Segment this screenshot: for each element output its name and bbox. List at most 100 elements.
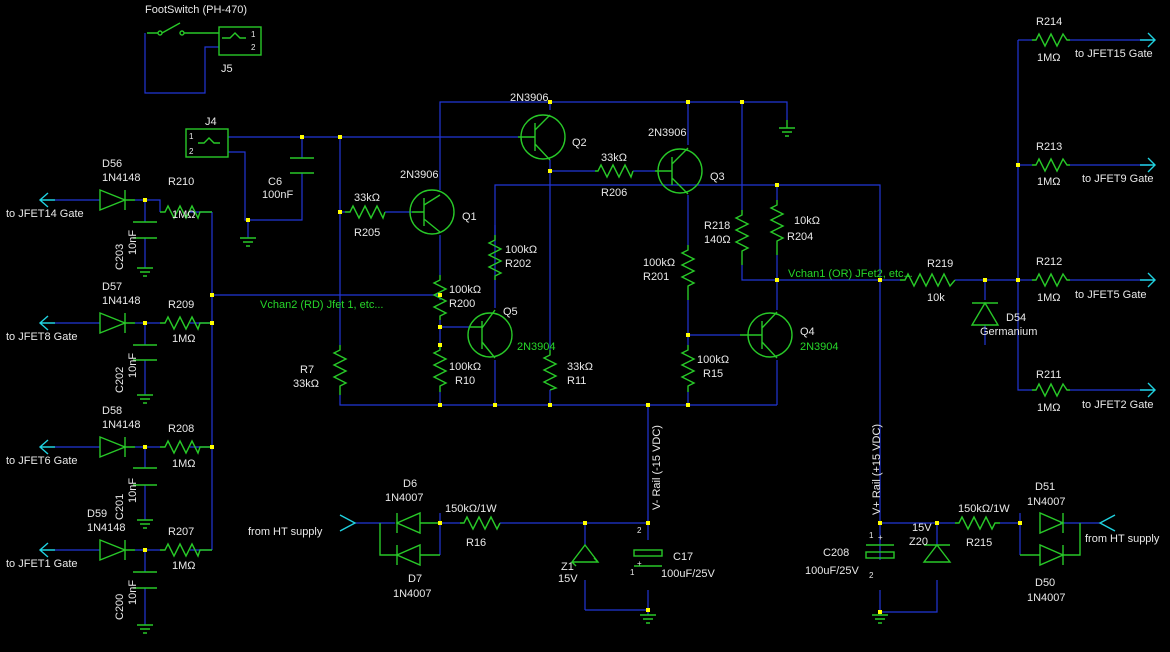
jack-j4 [185,128,229,158]
svg-text:1N4148: 1N4148 [102,295,141,307]
ground-symbols [137,120,888,634]
svg-text:Vchan2 (RD) Jfet 1, etc...: Vchan2 (RD) Jfet 1, etc... [260,299,384,311]
svg-text:C203: C203 [114,244,126,270]
svg-text:1MΩ: 1MΩ [172,458,196,470]
svg-text:R211: R211 [1036,369,1061,381]
svg-text:33kΩ: 33kΩ [354,192,380,204]
svg-text:2: 2 [637,526,642,535]
svg-text:100nF: 100nF [262,189,293,201]
svg-text:R214: R214 [1036,16,1062,28]
svg-text:1N4007: 1N4007 [1027,496,1066,508]
svg-text:C201: C201 [114,494,126,520]
svg-text:R210: R210 [168,176,194,188]
svg-text:R15: R15 [703,368,723,380]
svg-text:140Ω: 140Ω [704,234,731,246]
svg-text:1N4007: 1N4007 [393,588,432,600]
svg-text:15V: 15V [558,573,578,585]
svg-text:R10: R10 [455,375,475,387]
svg-text:to JFET14 Gate: to JFET14 Gate [6,208,84,220]
svg-text:10nF: 10nF [127,580,139,605]
arrows [38,32,1156,558]
svg-text:R208: R208 [168,423,194,435]
svg-text:D54: D54 [1006,312,1026,324]
svg-text:100kΩ: 100kΩ [449,284,481,296]
svg-text:15V: 15V [912,522,932,534]
svg-text:R219: R219 [927,258,953,270]
svg-text:R207: R207 [168,526,194,538]
svg-text:Q2: Q2 [572,137,587,149]
svg-text:2N3904: 2N3904 [517,341,556,353]
svg-text:2: 2 [869,571,874,580]
svg-text:100kΩ: 100kΩ [643,257,675,269]
svg-text:33kΩ: 33kΩ [601,152,627,164]
svg-text:1MΩ: 1MΩ [172,560,196,572]
svg-text:100kΩ: 100kΩ [505,244,537,256]
svg-text:1MΩ: 1MΩ [1037,292,1061,304]
svg-text:Germanium: Germanium [980,326,1037,338]
svg-text:D50: D50 [1035,577,1055,589]
svg-text:R16: R16 [466,537,486,549]
junctions [143,100,1022,614]
svg-text:R215: R215 [966,537,992,549]
svg-text:to JFET8 Gate: to JFET8 Gate [6,331,78,343]
svg-text:C17: C17 [673,551,693,563]
svg-text:C202: C202 [114,367,126,393]
svg-text:1N4007: 1N4007 [1027,592,1066,604]
svg-text:R209: R209 [168,299,194,311]
svg-text:33kΩ: 33kΩ [567,361,593,373]
components [99,22,1081,634]
svg-text:V- Rail (-15 VDC): V- Rail (-15 VDC) [651,425,663,510]
svg-text:33kΩ: 33kΩ [293,378,319,390]
svg-text:150kΩ/1W: 150kΩ/1W [958,503,1010,515]
svg-text:1MΩ: 1MΩ [172,209,196,221]
svg-text:Z20: Z20 [909,536,928,548]
svg-text:2: 2 [251,43,256,52]
svg-text:1N4148: 1N4148 [102,172,141,184]
svg-text:1N4007: 1N4007 [385,492,424,504]
svg-text:Q5: Q5 [503,306,518,318]
svg-text:+: + [637,559,642,568]
svg-text:D58: D58 [102,405,122,417]
svg-text:Z1: Z1 [561,561,574,573]
svg-text:C6: C6 [268,176,282,188]
svg-text:from HT supply: from HT supply [248,526,323,538]
svg-text:to JFET6 Gate: to JFET6 Gate [6,455,78,467]
svg-text:Q1: Q1 [462,211,477,223]
svg-text:to JFET1 Gate: to JFET1 Gate [6,558,78,570]
svg-text:D51: D51 [1035,481,1055,493]
svg-text:1MΩ: 1MΩ [1037,52,1061,64]
svg-text:1: 1 [869,531,874,540]
footswitch-switch [147,22,262,56]
svg-text:1N4148: 1N4148 [102,419,141,431]
svg-text:+: + [878,533,883,542]
svg-text:to JFET2 Gate: to JFET2 Gate [1082,399,1154,411]
svg-text:100kΩ: 100kΩ [697,354,729,366]
svg-text:D56: D56 [102,158,122,170]
footswitch-label: FootSwitch (PH-470) [145,4,247,16]
svg-text:2: 2 [189,147,194,156]
svg-text:C200: C200 [114,594,126,620]
svg-text:Vchan1 (OR) JFet2, etc...: Vchan1 (OR) JFet2, etc... [788,268,913,280]
svg-text:to JFET15 Gate: to JFET15 Gate [1075,48,1153,60]
svg-text:R206: R206 [601,187,627,199]
svg-text:R202: R202 [505,258,531,270]
svg-text:100uF/25V: 100uF/25V [661,568,715,580]
svg-text:10kΩ: 10kΩ [794,215,820,227]
svg-text:R205: R205 [354,227,380,239]
svg-text:R212: R212 [1036,256,1062,268]
svg-text:Q4: Q4 [800,326,815,338]
svg-text:D6: D6 [403,478,417,490]
svg-text:10nF: 10nF [127,478,139,503]
svg-text:from HT supply: from HT supply [1085,533,1160,545]
svg-text:1MΩ: 1MΩ [172,333,196,345]
labels: FootSwitch (PH-470) J5 1 2 J4 1 2 C6 100… [6,4,1160,620]
svg-text:150kΩ/1W: 150kΩ/1W [445,503,497,515]
svg-text:R213: R213 [1036,141,1062,153]
jack-j4-label: J4 [205,116,217,128]
svg-text:to JFET5 Gate: to JFET5 Gate [1075,289,1147,301]
svg-text:1: 1 [630,568,635,577]
svg-text:2N3904: 2N3904 [800,341,839,353]
transistor-symbols [409,114,793,359]
svg-text:1MΩ: 1MΩ [1037,176,1061,188]
